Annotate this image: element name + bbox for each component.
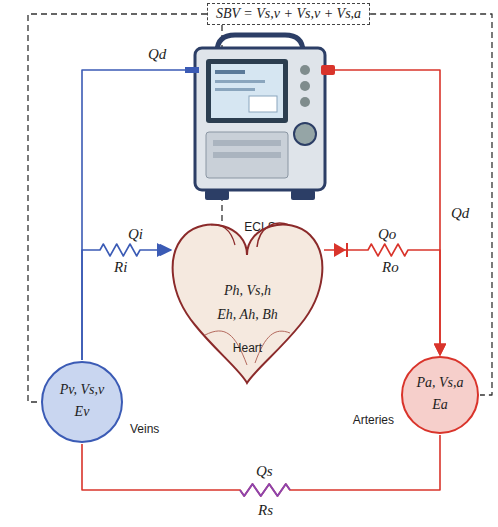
flow-label: Qi (126, 226, 145, 243)
parameter-list: Ev (75, 404, 90, 420)
arteries-node: Pa, Vs,aEaArteries (400, 355, 480, 435)
flow-label: Qo (376, 226, 398, 243)
flow-line (82, 435, 440, 496)
state-variables: Pv, Vs,v (60, 382, 104, 398)
flow-label: Qd (449, 205, 471, 222)
veins-node: Pv, Vs,vEvVeins (40, 360, 124, 444)
compartment-label: Arteries (353, 413, 394, 427)
flow-line (335, 70, 440, 355)
resistance-label: Rs (256, 502, 275, 519)
volume-link (370, 14, 492, 395)
ecls-device (185, 30, 335, 240)
valve-symbol (157, 243, 169, 257)
parameter-list: Ea (432, 397, 448, 413)
flow-line (82, 243, 171, 360)
resistance-label: Ri (112, 259, 129, 276)
heart-node: Ph, Vs,hEh, Ah, Bh Heart (165, 215, 330, 385)
flow-line (324, 243, 440, 355)
flow-label: Qd (146, 46, 168, 63)
valve-symbol (334, 243, 346, 257)
arteries-compartment (400, 355, 480, 435)
resistance-label: Ro (380, 259, 401, 276)
state-variables: Ph, Vs,h (224, 283, 271, 299)
flow-label: Qs (254, 463, 275, 480)
flow-line (82, 70, 185, 360)
formula-text: SBV = Vs,v + Vs,v + Vs,a (216, 6, 361, 22)
resistor-symbol (240, 484, 290, 496)
state-variables: Pa, Vs,a (416, 375, 463, 391)
volume-link (28, 14, 207, 402)
valve-bar (346, 243, 348, 257)
compartment-label: Veins (130, 422, 159, 436)
ecls-node: ECLS (185, 30, 335, 240)
summary-box: SBV = Vs,v + Vs,v + Vs,a (207, 3, 370, 25)
organ-label: Heart (233, 341, 262, 355)
veins-compartment (40, 360, 124, 444)
parameter-list: Eh, Ah, Bh (217, 307, 277, 323)
heart-illustration (165, 215, 330, 385)
